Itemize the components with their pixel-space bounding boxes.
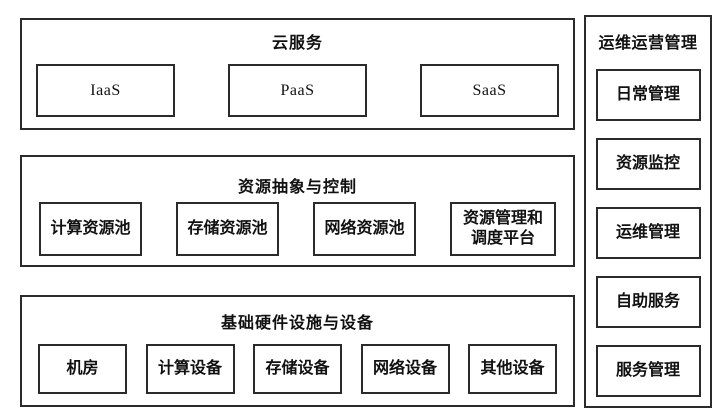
hardware-infrastructure-row: 机房 计算设备 存储设备 网络设备 其他设备 [22, 344, 573, 394]
box-network-resource-pool: 网络资源池 [313, 202, 416, 256]
resource-abstraction-title: 资源抽象与控制 [237, 179, 357, 196]
box-compute-devices: 计算设备 [145, 344, 235, 394]
box-saas: SaaS [420, 64, 559, 117]
box-network-devices: 网络设备 [360, 344, 450, 394]
box-daily-management: 日常管理 [595, 69, 701, 121]
box-iaas: IaaS [36, 64, 175, 117]
box-paas: PaaS [228, 64, 367, 117]
box-storage-resource-pool: 存储资源池 [176, 202, 279, 256]
box-self-service: 自助服务 [595, 276, 701, 328]
box-server-room: 机房 [38, 344, 127, 394]
box-resource-mgmt-scheduling-platform: 资源管理和 调度平台 [450, 202, 556, 256]
operations-management-title: 运维运营管理 [598, 35, 698, 52]
box-service-management: 服务管理 [595, 345, 701, 397]
box-compute-resource-pool: 计算资源池 [39, 202, 142, 256]
box-storage-devices: 存储设备 [253, 344, 342, 394]
cloud-services-row: IaaS PaaS SaaS [22, 64, 573, 117]
section-cloud-services: 云服务 IaaS PaaS SaaS [20, 18, 575, 130]
box-resource-monitoring: 资源监控 [595, 138, 701, 190]
section-operations-management: 运维运营管理 日常管理 资源监控 运维管理 自助服务 服务管理 [584, 15, 712, 408]
section-hardware-infrastructure: 基础硬件设施与设备 机房 计算设备 存储设备 网络设备 其他设备 [20, 295, 575, 407]
section-resource-abstraction: 资源抽象与控制 计算资源池 存储资源池 网络资源池 资源管理和 调度平台 [20, 155, 575, 267]
hardware-infrastructure-title: 基础硬件设施与设备 [220, 315, 374, 332]
resource-abstraction-row: 计算资源池 存储资源池 网络资源池 资源管理和 调度平台 [22, 202, 573, 256]
cloud-services-title: 云服务 [271, 35, 323, 52]
box-other-devices: 其他设备 [468, 344, 557, 394]
box-ops-management: 运维管理 [595, 207, 701, 259]
